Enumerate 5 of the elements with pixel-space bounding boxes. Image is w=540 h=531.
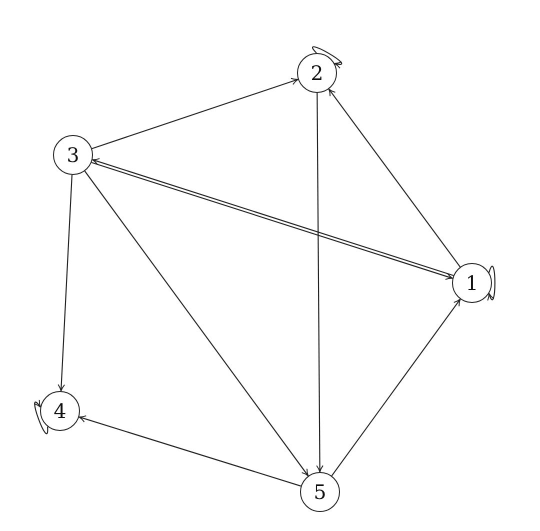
graph-vertex: 4: [40, 391, 80, 431]
graph-vertex: 5: [300, 472, 340, 512]
graph-vertex: 1: [452, 263, 492, 303]
graph-vertex: 2: [297, 53, 337, 93]
graph-vertex: 3: [53, 135, 93, 175]
